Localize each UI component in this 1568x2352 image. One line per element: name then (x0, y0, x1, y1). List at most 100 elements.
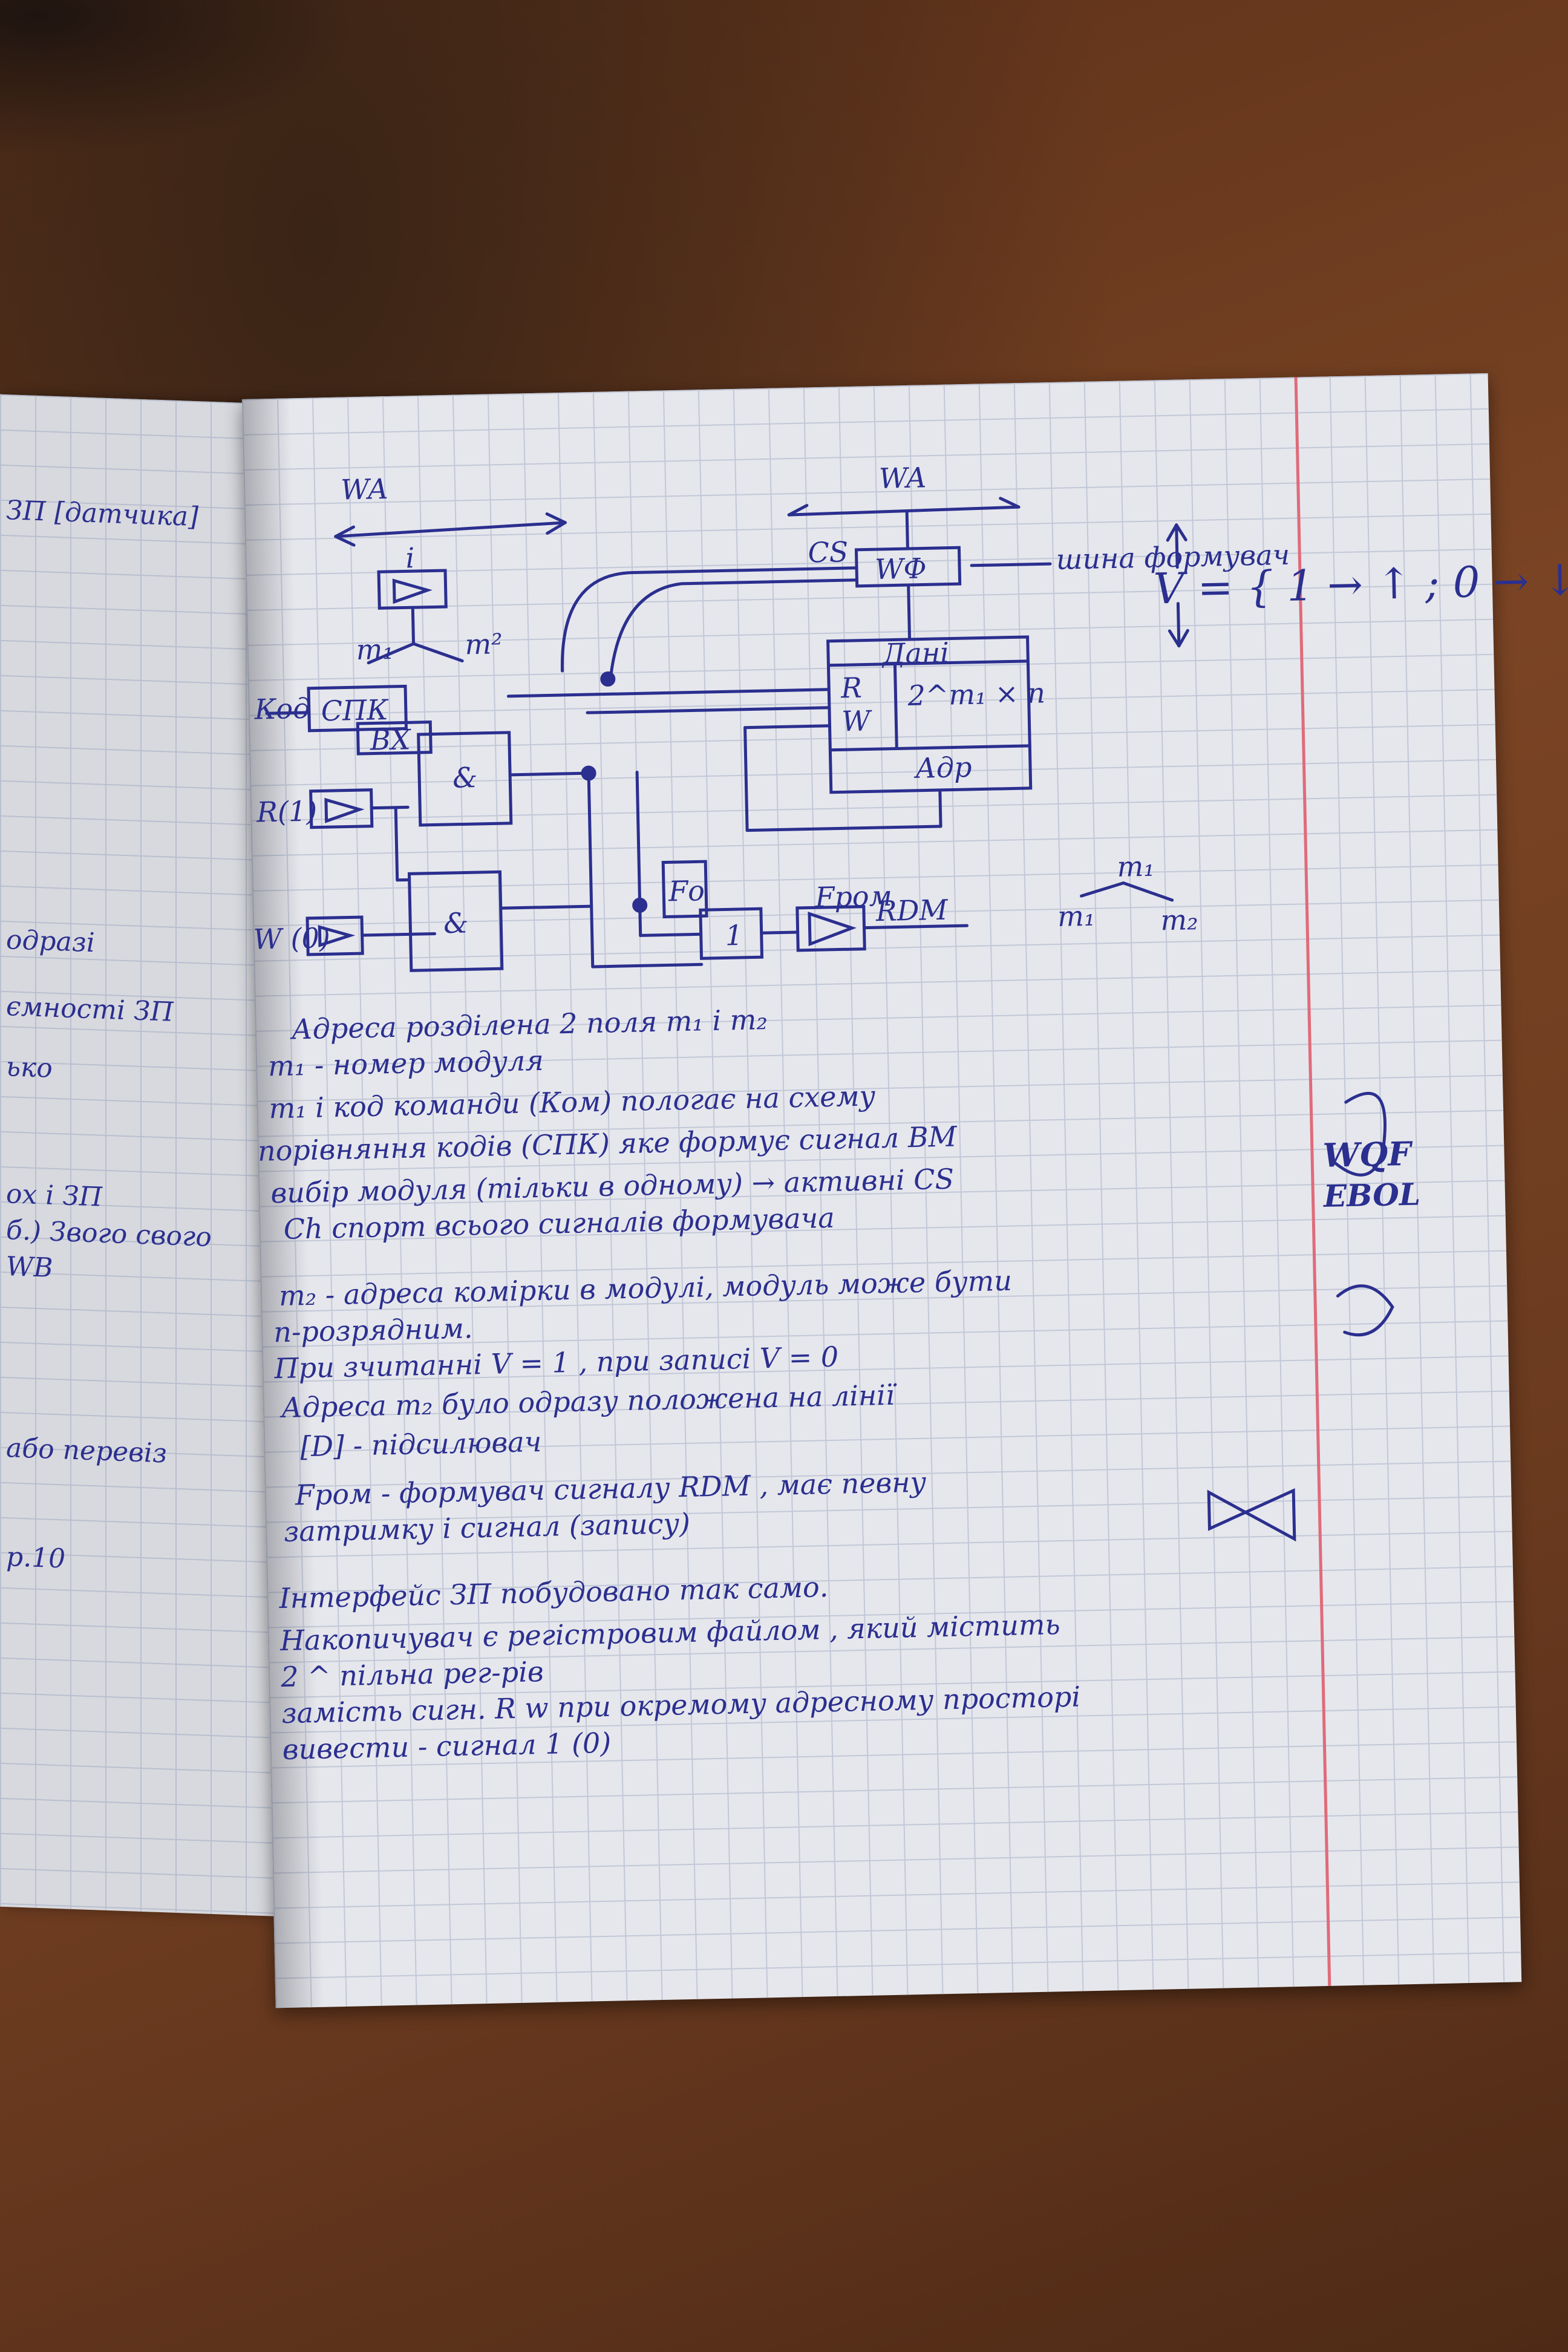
memory-divider (826, 659, 1030, 667)
note-line: [D] - підсилювач (299, 1425, 542, 1463)
arrow-head (334, 525, 355, 538)
arrow-head (545, 512, 567, 524)
amplifier-symbol (392, 578, 433, 604)
and-gate-2-label: & (443, 906, 469, 940)
left-line: ЗП [датчика] (6, 495, 199, 533)
wire (760, 930, 800, 935)
amp-box-r (309, 788, 374, 829)
tree-top-label: m₁ (1116, 849, 1155, 883)
left-line: б.) Звого свого (6, 1215, 212, 1253)
and-gate-1-label: & (452, 760, 478, 794)
wire (745, 825, 942, 832)
tree-right-label: m₂ (1160, 903, 1198, 937)
v-formula: V = { 1 → ↑ ; 0 → ↓ } (1153, 554, 1568, 614)
r-label: R(1) (256, 794, 318, 829)
cs-label: CS (807, 535, 849, 569)
wire (361, 932, 437, 937)
and-gate-1 (417, 731, 513, 827)
wa-right-label: WA (878, 461, 927, 495)
arrow-head (1175, 523, 1187, 541)
wd-bus-line (787, 505, 1021, 517)
wa-label: WA (340, 472, 388, 506)
wire (499, 904, 593, 910)
scribble-doodle (1336, 1284, 1394, 1337)
kod-label: Код (254, 691, 311, 726)
i-label: і (405, 541, 415, 575)
memory-interface-diagram (265, 497, 1394, 1542)
right-notebook-page: WA WA CS WФ шина формувач і m₁ m² Код СП… (242, 373, 1568, 2008)
or-gate-label: 1 (725, 918, 743, 952)
junction-dot (632, 897, 648, 913)
fo-label: Fо (668, 874, 705, 908)
wire (970, 562, 1052, 567)
memory-top-label: Дані (882, 636, 950, 670)
memory-divider (893, 662, 898, 750)
note-line: затримку і сигнал (запису) (283, 1506, 691, 1548)
wire (367, 642, 416, 665)
left-line: ох і ЗП (6, 1178, 103, 1213)
wire (561, 566, 858, 673)
dc-label: ВХ (370, 723, 411, 757)
arrow-head (999, 497, 1021, 509)
wire (591, 962, 704, 969)
memory-block (826, 635, 1033, 794)
cpk-label: СПК (321, 693, 389, 728)
arrow-head (334, 535, 356, 547)
wire (743, 724, 832, 730)
arrow-head (1177, 629, 1189, 648)
wire (394, 806, 399, 882)
arrow-head (1166, 523, 1178, 542)
dc-box (356, 720, 433, 756)
bowtie-doodle (1207, 1488, 1296, 1542)
wire (938, 788, 942, 828)
margin-scribble: EBOL (1323, 1176, 1421, 1214)
rdm-label: RDM (875, 893, 949, 928)
junction-dot (600, 671, 616, 687)
note-line: n-розрядним. (273, 1312, 473, 1349)
fo-box (661, 860, 708, 919)
memory-r-label: R (840, 671, 863, 705)
arrow-head (546, 521, 567, 535)
wire (586, 706, 831, 714)
memory-adr-label: Адр (915, 750, 972, 785)
wire (506, 688, 831, 698)
left-line: р.10 (6, 1541, 66, 1575)
tree-line (1122, 881, 1174, 902)
left-line: або перевіз (6, 1432, 167, 1469)
margin-scribble: WQF (1322, 1134, 1412, 1175)
memory-w-label: W (841, 704, 871, 738)
wire (370, 805, 410, 810)
left-notebook-page: ЗП [датчика] одразі ємності ЗП ько ох і … (0, 394, 284, 1917)
arrow-head (787, 503, 809, 517)
left-line: WB (6, 1251, 53, 1284)
m1-label: m₁ (356, 632, 394, 667)
w-label: W (0) (253, 921, 331, 956)
left-line: ємності ЗП (6, 991, 174, 1028)
m2-label: m² (465, 627, 503, 661)
memory-divider (828, 744, 1031, 752)
note-line: m₁ - номер модуля (267, 1044, 544, 1083)
wire (639, 932, 703, 937)
rdm-line (863, 924, 969, 930)
wire (907, 583, 912, 641)
amplifier-symbol (318, 925, 356, 947)
note-line: вивести - сигнал 1 (0) (282, 1726, 612, 1766)
cs-box-label: WФ (874, 552, 927, 586)
wire (743, 726, 749, 832)
arrow-head (1168, 629, 1181, 648)
wa-bus-line (334, 521, 567, 538)
note-line: 2 ^ пільна рег-рів (280, 1655, 544, 1694)
scribble-doodle (1333, 1091, 1387, 1177)
memory-size-label: 2^m₁ × n (907, 676, 1046, 713)
left-line: одразі (6, 924, 95, 959)
junction-dot (581, 765, 596, 781)
wire (412, 642, 464, 662)
amplifier-symbol (808, 912, 857, 947)
wire (587, 771, 595, 969)
tree-left-label: m₁ (1057, 899, 1096, 933)
amp-box-top (377, 569, 448, 610)
wire (508, 771, 590, 777)
and-gate-2 (407, 870, 504, 972)
amplifier-symbol (324, 797, 365, 823)
tree-line (1080, 881, 1125, 898)
